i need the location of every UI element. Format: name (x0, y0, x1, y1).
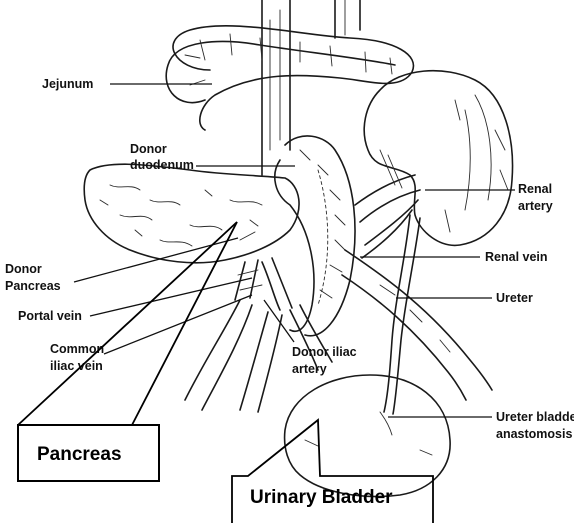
label-renal-artery-line2: artery (518, 199, 553, 213)
label-donor-iliac-artery-line1: Donor iliac (292, 345, 357, 359)
callout-pancreas-pointer (18, 222, 237, 425)
organ-drawing (84, 0, 512, 496)
aorta-drawing (262, 0, 360, 175)
donor-pancreas-drawing (84, 164, 299, 263)
callout-urinary-bladder: Urinary Bladder (232, 420, 433, 523)
label-ureter: Ureter (496, 291, 533, 305)
label-ureter-bladder-anastomosis-line1: Ureter bladder (496, 410, 574, 424)
large-iliac-vein-drawing (342, 250, 492, 400)
label-ureter-bladder-anastomosis-line2: anastomosis (496, 427, 572, 441)
callout-pancreas-text: Pancreas (37, 444, 122, 465)
kidney-drawing (364, 71, 512, 246)
label-renal-artery-line1: Renal (518, 182, 552, 196)
urinary-bladder-drawing (285, 375, 451, 496)
label-portal-vein: Portal vein (18, 309, 82, 323)
label-donor-pancreas-line2: Pancreas (5, 279, 61, 293)
label-common-iliac-vein-line1: Common (50, 342, 104, 356)
label-donor-iliac-artery-line2: artery (292, 362, 327, 376)
callout-urinary-bladder-text: Urinary Bladder (250, 487, 393, 508)
label-donor-duodenum-line1: Donor (130, 142, 167, 156)
label-renal-vein: Renal vein (485, 250, 548, 264)
label-donor-pancreas-line1: Donor (5, 262, 42, 276)
label-jejunum: Jejunum (42, 77, 93, 91)
label-donor-duodenum-line2: duodenum (130, 158, 194, 172)
